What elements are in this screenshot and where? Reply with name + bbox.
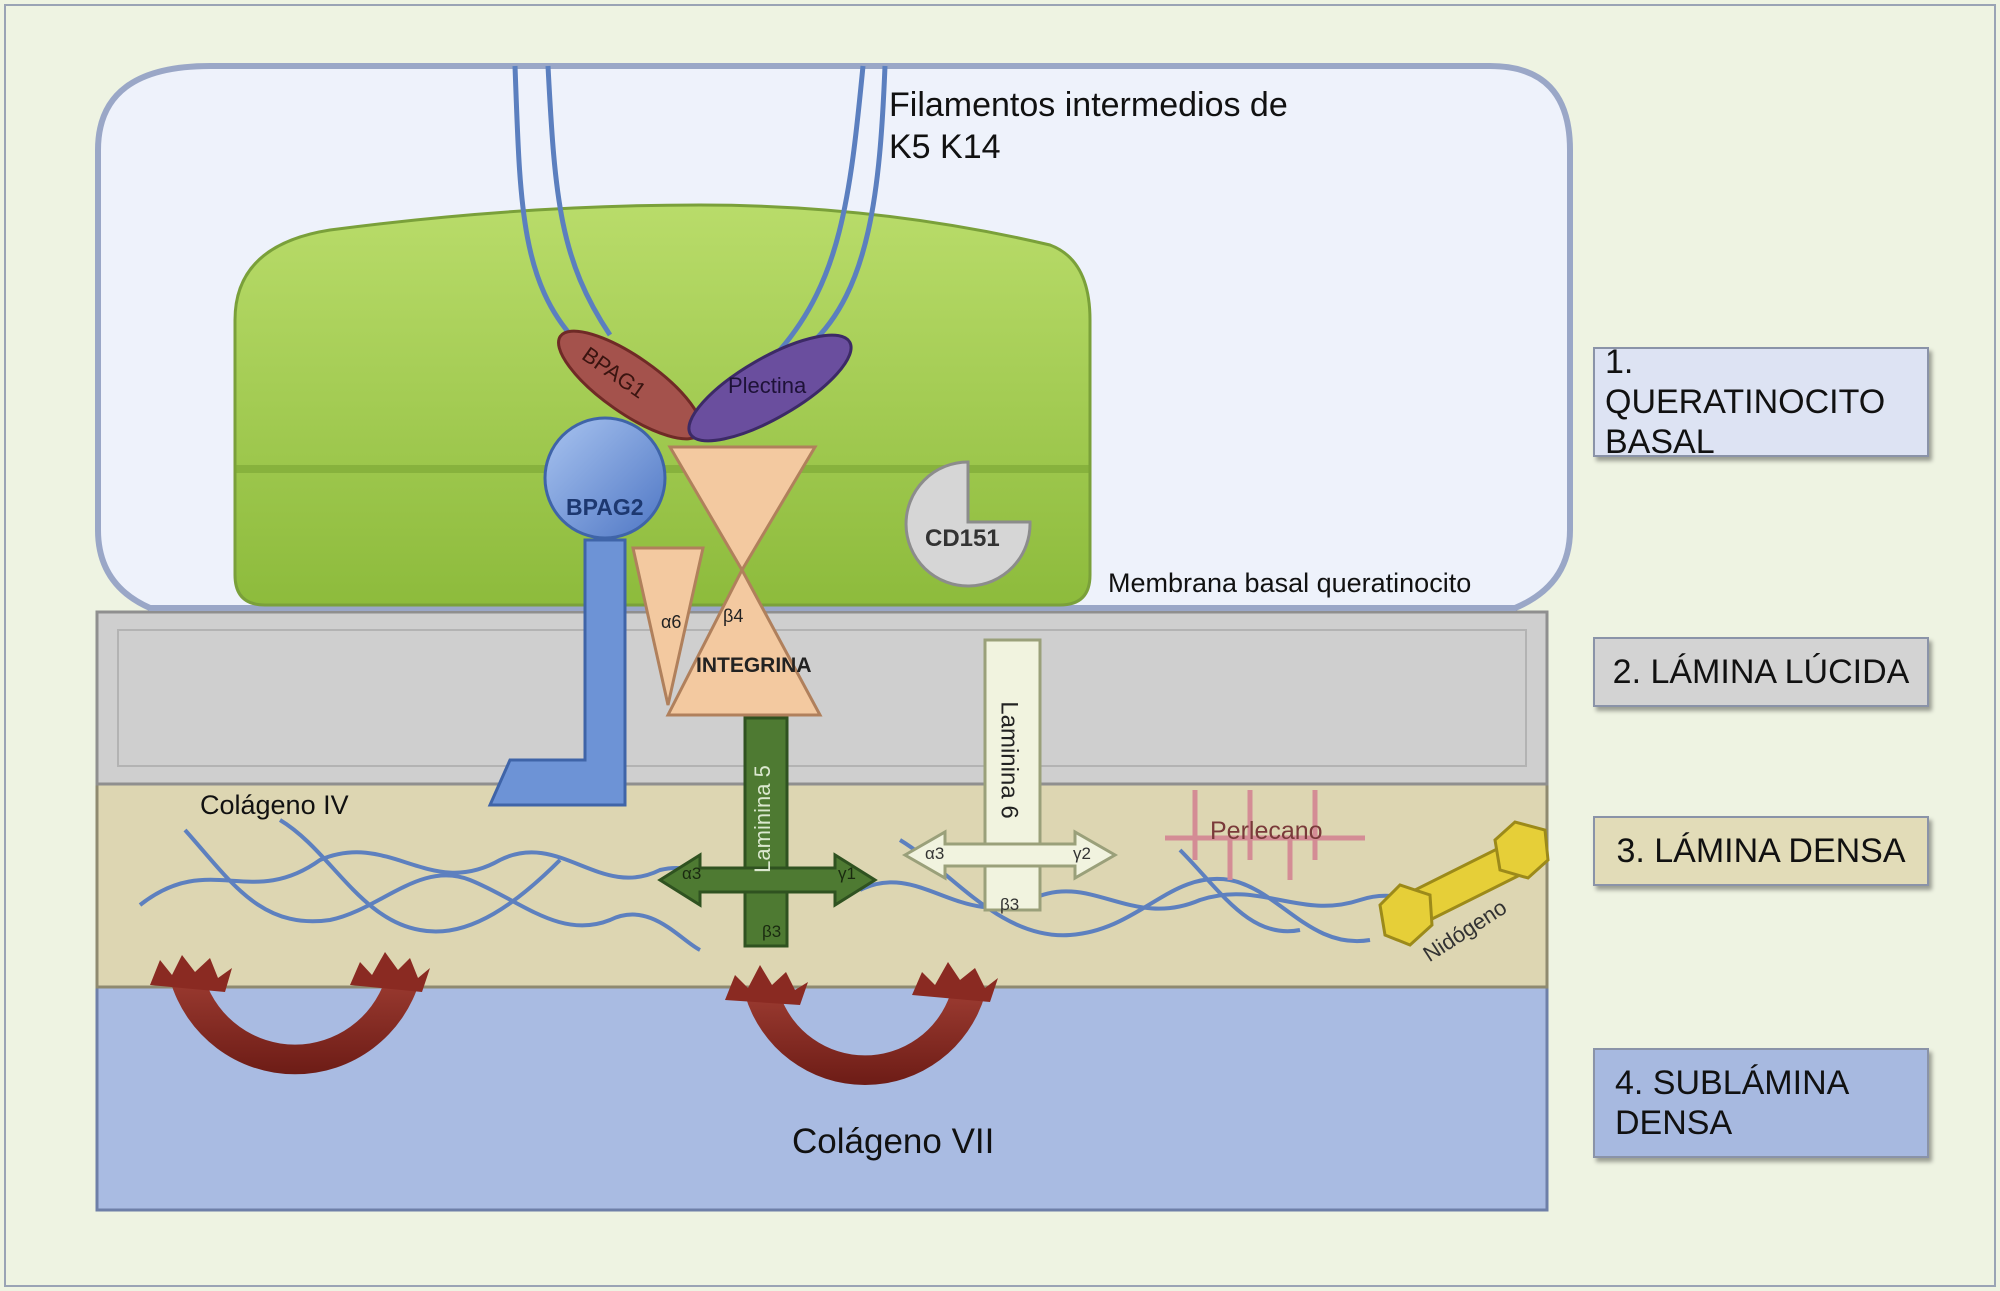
integrina-label: INTEGRINA <box>696 654 812 677</box>
sublamina-densa-layer <box>95 983 1549 1212</box>
g2-l6-label: γ2 <box>1073 844 1091 863</box>
filaments-label-line1: Filamentos intermedios de <box>889 86 1288 124</box>
collagen-iv-network <box>138 818 1431 952</box>
alpha6-label: α6 <box>661 612 682 632</box>
intermediate-filaments <box>512 65 888 352</box>
b3-l6-label: β3 <box>1000 895 1020 914</box>
legend-line: BASAL <box>1605 423 1715 461</box>
laminina5-label: Laminina 5 <box>749 765 775 873</box>
a3-l6-label: α3 <box>925 844 945 863</box>
legend-line: 2. LÁMINA LÚCIDA <box>1612 653 1910 691</box>
bpag2-label: BPAG2 <box>566 494 644 520</box>
laminina6-label: Laminina 6 <box>995 701 1023 819</box>
legend-lamina-densa: 3. LÁMINA DENSA <box>1593 816 1929 886</box>
b3-l5-label: β3 <box>762 922 782 941</box>
legend-line: 3. LÁMINA DENSA <box>1616 832 1906 870</box>
plectina-label: Plectina <box>728 373 807 398</box>
beta4-label: β4 <box>723 606 744 626</box>
laminin-5-shape <box>657 716 878 948</box>
cd151-shape <box>904 460 1032 588</box>
perlecan-shape <box>1165 790 1365 880</box>
perlecano-label: Perlecano <box>1210 817 1323 845</box>
lamina-lucida-layer <box>95 610 1549 786</box>
nidogen-shape <box>1378 820 1550 947</box>
collagen-vii-left <box>150 952 430 1075</box>
a3-l5-label: α3 <box>682 864 702 883</box>
colageno-vii-label: Colágeno VII <box>792 1122 995 1161</box>
legend-lamina-lucida: 2. LÁMINA LÚCIDA <box>1593 637 1929 707</box>
legend-line: DENSA <box>1615 1104 1733 1142</box>
plectin-shape <box>687 333 853 443</box>
g1-l5-label: γ1 <box>838 864 856 883</box>
collagen-vii-right <box>725 962 998 1085</box>
integrin-complex <box>631 445 823 717</box>
membrane-label: Membrana basal queratinocito <box>1108 568 1472 598</box>
colageno-iv-label: Colágeno IV <box>200 790 349 820</box>
legend-line: 1. QUERATINOCITO <box>1605 343 1886 421</box>
cd151-label: CD151 <box>925 525 1000 552</box>
filaments-label-line2: K5 K14 <box>889 128 1001 166</box>
legend-line: 4. SUBLÁMINA <box>1615 1064 1850 1102</box>
laminin-6-shape <box>901 638 1119 912</box>
bpag2-protein <box>487 416 667 807</box>
